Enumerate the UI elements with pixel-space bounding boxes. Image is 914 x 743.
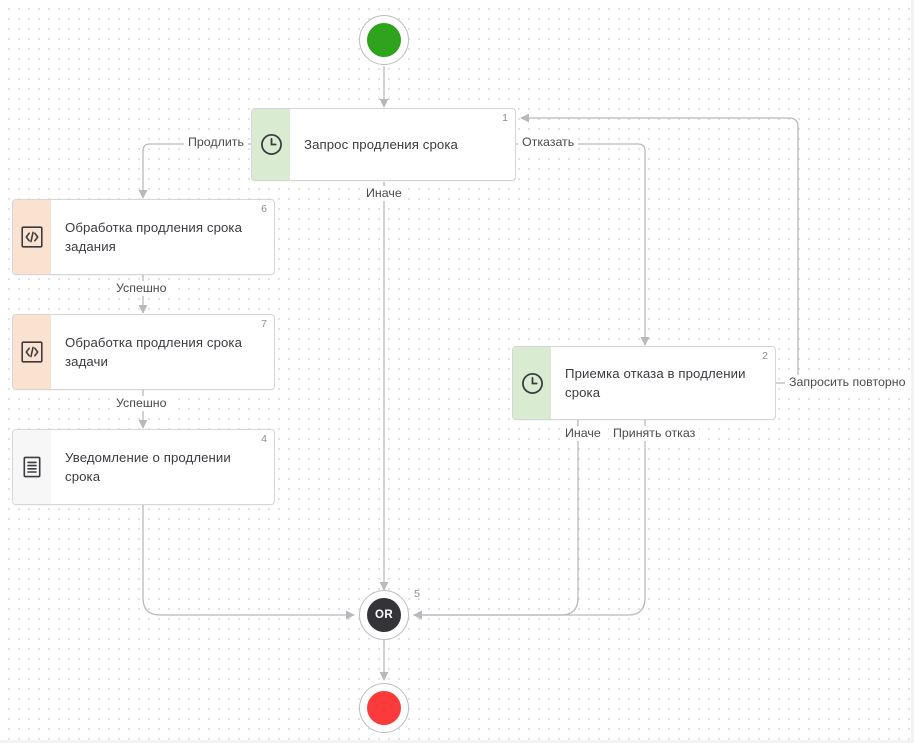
- node-7-body: 7 Обработка продления срока задачи: [51, 315, 274, 389]
- node-4-body: 4 Уведомление о продлении срока: [51, 430, 274, 504]
- edge-n2-prinyat-otkaz-to-gateway: [413, 420, 646, 620]
- node-2-accent: [513, 347, 551, 419]
- code-icon: [20, 225, 44, 249]
- start-event-node[interactable]: [359, 15, 409, 65]
- or-gateway-number: 5: [414, 588, 420, 600]
- edge-label-prinyat-otkaz: Принять отказ: [609, 426, 700, 441]
- end-event-node[interactable]: [359, 683, 409, 733]
- node-7-accent: [13, 315, 51, 389]
- node-4-number: 4: [261, 433, 267, 445]
- node-7-title: Обработка продления срока задачи: [65, 335, 243, 369]
- node-1-accent: [252, 109, 290, 180]
- task-node-4[interactable]: 4 Уведомление о продлении срока: [12, 429, 275, 505]
- code-icon: [20, 340, 44, 364]
- task-node-7[interactable]: 7 Обработка продления срока задачи: [12, 314, 275, 390]
- node-4-accent: [13, 430, 51, 504]
- edge-label-zaprosit-povtorno: Запросить повторно: [785, 375, 910, 390]
- end-event-dot: [367, 691, 401, 725]
- edge-n4-to-gateway: [142, 505, 355, 620]
- edge-label-uspeshno-2: Успешно: [112, 396, 171, 411]
- edge-label-otkazat: Отказать: [518, 135, 579, 150]
- edge-n1-otkazat-to-n2: [516, 143, 650, 346]
- node-1-body: 1 Запрос продления срока: [290, 109, 515, 180]
- node-2-title: Приемка отказа в продлении срока: [565, 366, 746, 400]
- node-7-number: 7: [261, 318, 267, 330]
- node-2-number: 2: [762, 350, 768, 362]
- task-node-1[interactable]: 1 Запрос продления срока: [251, 108, 516, 181]
- node-6-number: 6: [261, 203, 267, 215]
- node-6-accent: [13, 200, 51, 274]
- or-gateway-label: OR: [367, 598, 401, 632]
- node-1-title: Запрос продления срока: [304, 137, 458, 152]
- task-node-6[interactable]: 6 Обработка продления срока задания: [12, 199, 275, 275]
- or-gateway-node[interactable]: OR 5: [359, 588, 420, 640]
- node-6-title: Обработка продления срока задания: [65, 220, 243, 254]
- edge-n2-zaprosit-povtorno-to-n1: [520, 113, 799, 384]
- document-icon: [20, 455, 44, 479]
- edge-label-uspeshno-1: Успешно: [112, 281, 171, 296]
- edge-n2-inache-to-gateway: [413, 420, 579, 620]
- node-1-number: 1: [502, 112, 508, 124]
- edge-label-inache-1: Иначе: [362, 186, 406, 201]
- clock-icon: [259, 132, 284, 157]
- edge-label-inache-2: Иначе: [561, 426, 605, 441]
- node-4-title: Уведомление о продлении срока: [65, 450, 231, 484]
- node-6-body: 6 Обработка продления срока задания: [51, 200, 274, 274]
- clock-icon: [520, 371, 545, 396]
- task-node-2[interactable]: 2 Приемка отказа в продлении срока: [512, 346, 776, 420]
- start-event-dot: [367, 23, 401, 57]
- node-2-body: 2 Приемка отказа в продлении срока: [551, 347, 775, 419]
- edge-n1-prodlit-to-n6: [138, 143, 251, 199]
- edge-label-prodlit: Продлить: [184, 135, 248, 150]
